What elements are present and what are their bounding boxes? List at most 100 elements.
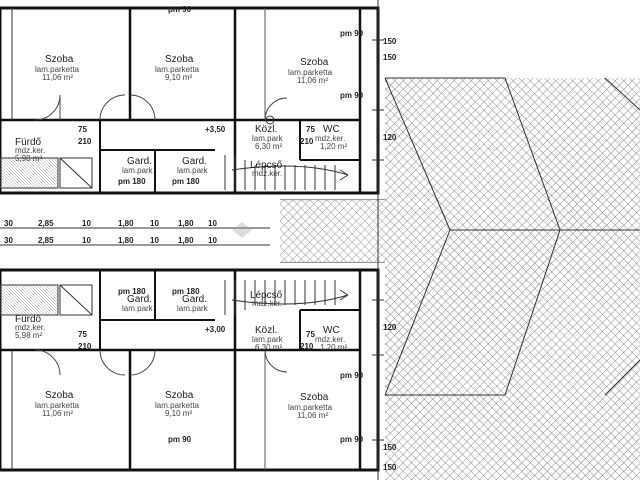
dim-150-a: 150	[383, 37, 397, 46]
lower-stairs	[224, 280, 349, 315]
room-name-upper-szoba-3: Szoba	[300, 57, 329, 68]
pm-label-upper-2: pm 90	[340, 29, 364, 38]
room-area-upper-szoba-1: 11,06 m²	[42, 73, 73, 82]
room-floor-lower-gard-1: lam.park	[122, 304, 154, 313]
pm-label-lower-3: pm 90	[340, 371, 364, 380]
dim-150-c: 150	[383, 443, 397, 452]
room-area-upper-kozl: 6,30 m²	[255, 142, 282, 151]
dim-210-d: 210	[300, 342, 314, 351]
lower-bathtub	[0, 284, 59, 316]
room-name-upper-wc: WC	[323, 124, 340, 135]
dim-row1-6: 10	[208, 219, 217, 228]
room-floor-lower-kozl: lam.park	[252, 335, 284, 344]
room-name-lower-gard-2: Gard.	[182, 294, 207, 305]
room-name-upper-gard-2: Gard.	[182, 156, 207, 167]
dim-row2-4: 10	[150, 236, 159, 245]
room-name-upper-furdo: Fürdő	[15, 137, 42, 148]
level-marker-upper: +3,50	[205, 125, 226, 134]
dim-row1-2: 10	[82, 219, 91, 228]
room-floor-lower-wc: mdz.ker.	[315, 335, 345, 344]
room-name-lower-furdo: Fürdő	[15, 314, 42, 325]
room-floor-lower-lepcso: mdz.ker.	[252, 299, 282, 308]
room-floor-lower-furdo: mdz.ker.	[15, 323, 45, 332]
dim-150-b: 150	[383, 53, 397, 62]
room-area-lower-szoba-1: 11,06 m²	[42, 409, 73, 418]
dim-75-b: 75	[306, 125, 315, 134]
dim-210-c: 210	[78, 342, 92, 351]
dim-row1-4: 10	[150, 219, 159, 228]
dim-75-c: 75	[78, 330, 87, 339]
pm-label-upper-1: pm 90	[168, 5, 192, 14]
room-name-lower-gard-1: Gard.	[127, 294, 152, 305]
upper-door-swings	[34, 94, 288, 121]
lower-shower	[59, 284, 93, 316]
room-name-lower-szoba-1: Szoba	[45, 390, 74, 401]
room-floor-lower-gard-2: lam.park	[177, 304, 209, 313]
dim-row1-3: 1,80	[118, 219, 134, 228]
room-area-lower-szoba-3: 11,06 m²	[297, 411, 328, 420]
dimension-row-1: 30 2,85 10 1,80 10 1,80 10	[4, 219, 217, 228]
room-floor-upper-kozl: lam.park	[252, 134, 284, 143]
pm-label-upper-3: pm 90	[340, 91, 364, 100]
lower-door-swings	[34, 349, 288, 376]
room-area-lower-kozl: 6,30 m²	[255, 343, 282, 352]
room-floor-upper-wc: mdz.ker.	[315, 134, 345, 143]
dim-210-b: 210	[300, 137, 314, 146]
room-name-upper-lepcso: Lépcső	[250, 160, 283, 171]
watermark-logo	[232, 222, 252, 238]
room-floor-upper-lepcso: mdz.ker.	[252, 169, 282, 178]
dim-75-d: 75	[306, 330, 315, 339]
upper-shower	[59, 157, 93, 189]
roof-area	[280, 77, 640, 480]
dim-75-a: 75	[78, 125, 87, 134]
right-dimension-lines	[372, 0, 384, 480]
room-floor-upper-szoba-1: lam.parketta	[35, 65, 80, 74]
room-name-upper-szoba-1: Szoba	[45, 54, 74, 65]
dim-210-a: 210	[78, 137, 92, 146]
upper-sink-icon	[265, 115, 275, 125]
dimension-chain	[0, 227, 270, 246]
dim-row1-5: 1,80	[178, 219, 194, 228]
dimension-row-2: 30 2,85 10 1,80 10 1,80 10	[4, 236, 217, 245]
dim-row2-2: 10	[82, 236, 91, 245]
room-name-lower-lepcso: Lépcső	[250, 290, 283, 301]
dim-row1-0: 30	[4, 219, 13, 228]
dim-row1-1: 2,85	[38, 219, 54, 228]
dim-row2-5: 1,80	[178, 236, 194, 245]
room-name-lower-kozl: Közl.	[255, 325, 277, 336]
dim-120-a: 120	[383, 133, 397, 142]
room-area-lower-szoba-2: 9,10 m²	[165, 409, 192, 418]
room-area-upper-szoba-2: 9,10 m²	[165, 73, 192, 82]
room-area-upper-furdo: 5,98 m²	[15, 154, 42, 163]
upper-stairs	[224, 155, 349, 190]
room-floor-upper-szoba-3: lam.parketta	[288, 68, 333, 77]
upper-bathtub	[0, 157, 59, 189]
upper-room-labels: Szoba lam.parketta 11,06 m² Szoba lam.pa…	[15, 5, 364, 186]
small-dimensions: 75 210 75 210 75 210 75 210 150 150 120 …	[78, 37, 397, 472]
room-floor-lower-szoba-1: lam.parketta	[35, 401, 80, 410]
dim-row2-0: 30	[4, 236, 13, 245]
room-floor-upper-gard-2: lam.park	[177, 166, 209, 175]
pm-label-lower-2: pm 90	[340, 435, 364, 444]
pm-label-lower-5: pm 180	[172, 287, 200, 296]
pm-label-lower-1: pm 90	[168, 435, 192, 444]
dim-row2-6: 10	[208, 236, 217, 245]
room-area-upper-szoba-3: 11,06 m²	[297, 76, 328, 85]
room-floor-lower-szoba-3: lam.parketta	[288, 403, 333, 412]
room-name-lower-szoba-2: Szoba	[165, 390, 194, 401]
room-floor-upper-szoba-2: lam.parketta	[155, 65, 200, 74]
lower-room-labels: Szoba lam.parketta 11,06 m² Szoba lam.pa…	[15, 287, 364, 444]
room-name-lower-wc: WC	[323, 325, 340, 336]
dim-120-b: 120	[383, 323, 397, 332]
pm-label-lower-4: pm 180	[118, 287, 146, 296]
dim-row2-3: 1,80	[118, 236, 134, 245]
dim-150-d: 150	[383, 463, 397, 472]
room-name-upper-gard-1: Gard.	[127, 156, 152, 167]
pm-label-upper-4: pm 180	[118, 177, 146, 186]
pm-label-upper-5: pm 180	[172, 177, 200, 186]
room-name-upper-kozl: Közl.	[255, 124, 277, 135]
dim-row2-1: 2,85	[38, 236, 54, 245]
room-floor-lower-szoba-2: lam.parketta	[155, 401, 200, 410]
